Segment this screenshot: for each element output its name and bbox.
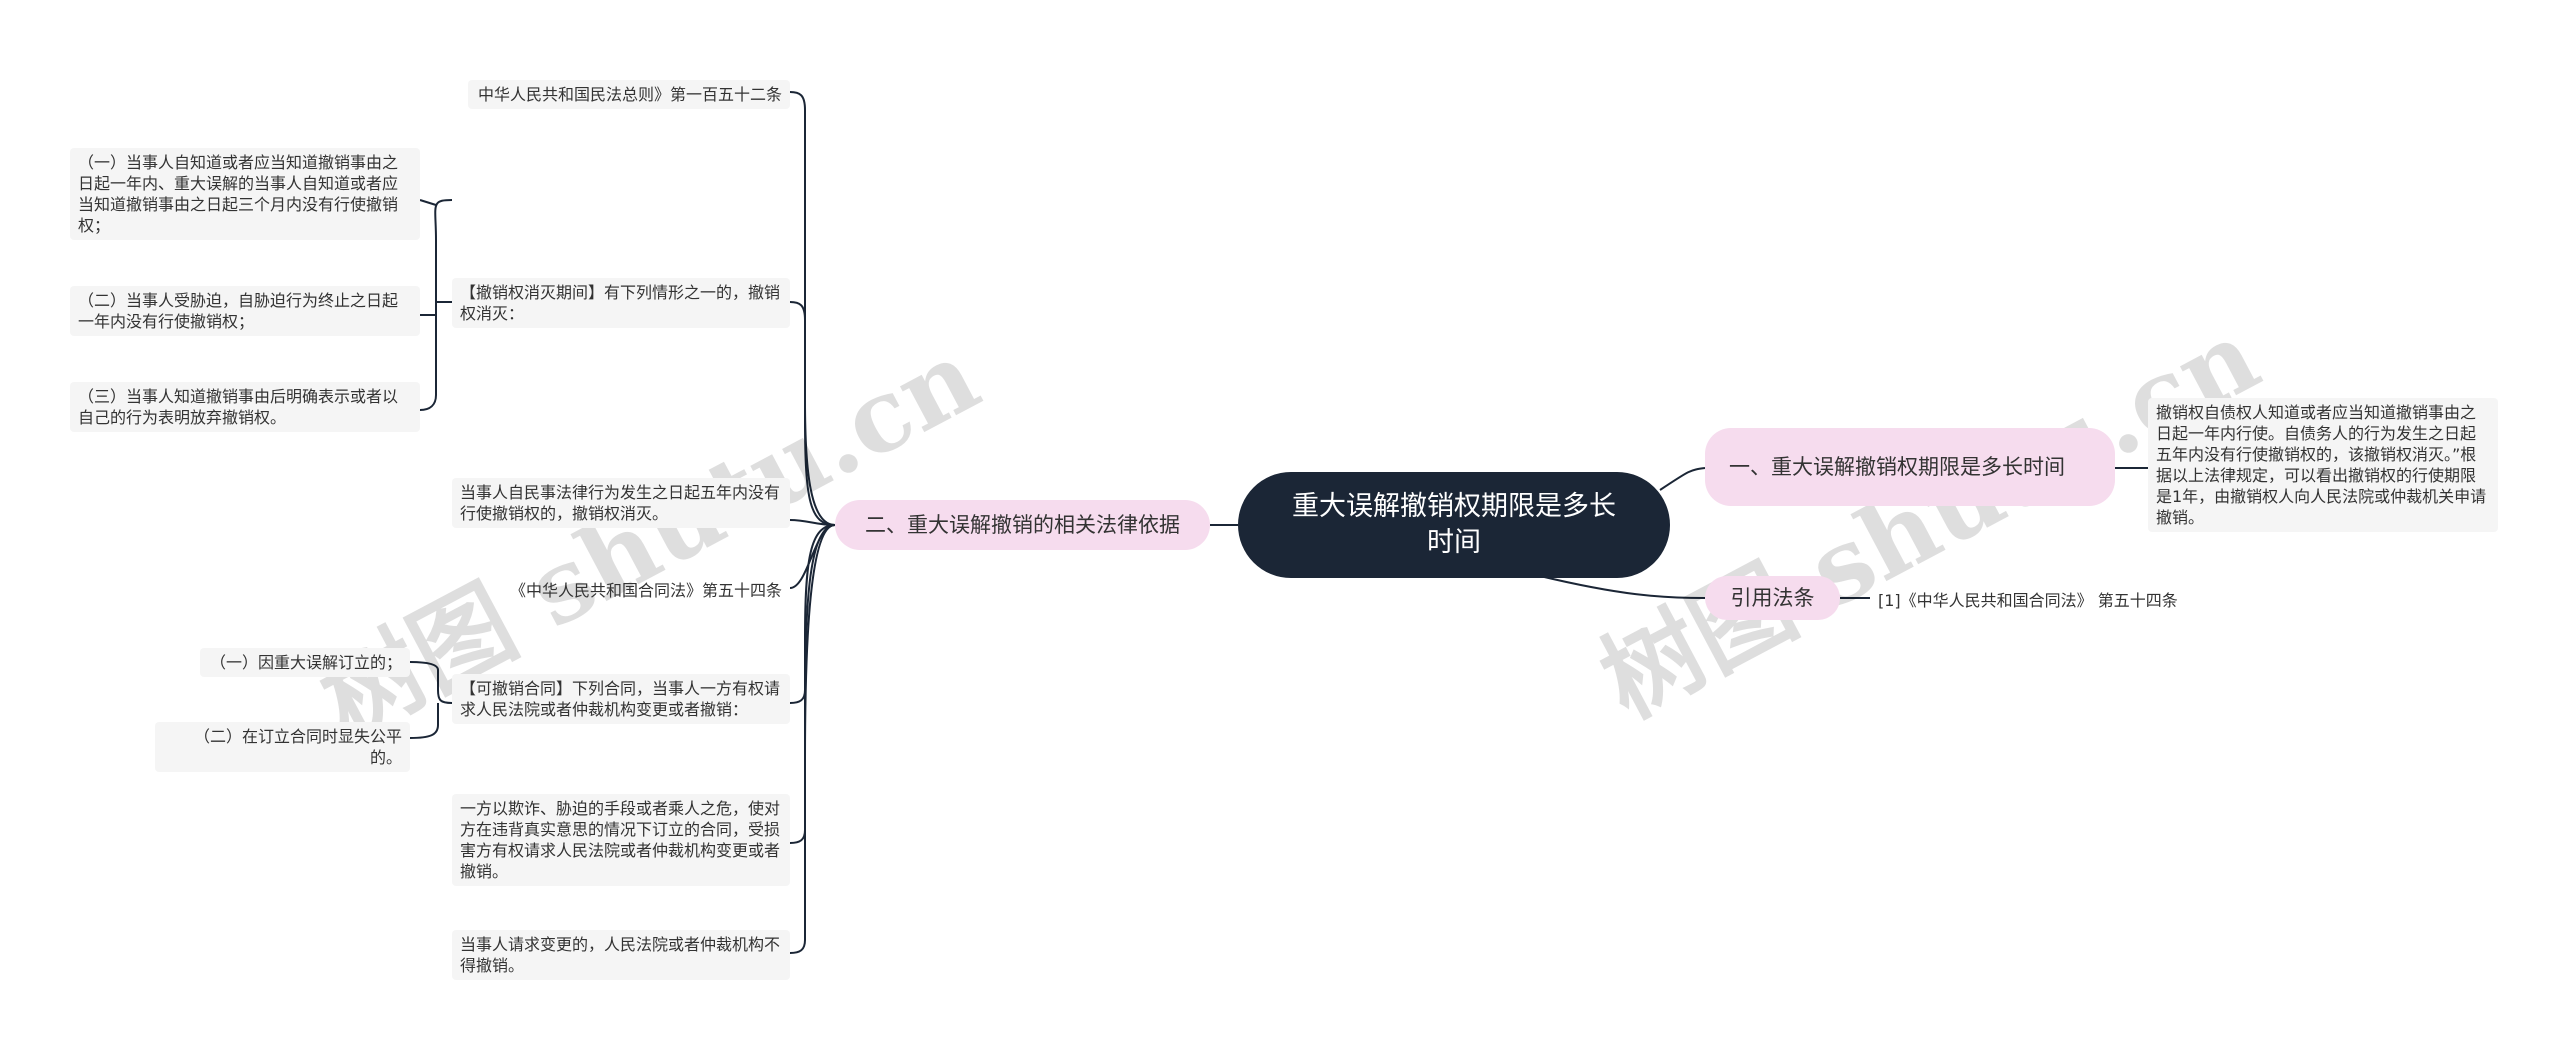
sub-revocable-2: （二）在订立合同时显失公平的。	[155, 722, 410, 772]
left-item-five-years: 当事人自民事法律行为发生之日起五年内没有行使撤销权的，撤销权消灭。	[452, 478, 790, 528]
brace-extinction	[419, 199, 453, 411]
sub-extinction-2: （二）当事人受胁迫，自胁迫行为终止之日起一年内没有行使撤销权；	[70, 286, 420, 336]
left-item-civil-code: 中华人民共和国民法总则》第一百五十二条	[468, 80, 790, 109]
left-item-revocable: 【可撤销合同】下列合同，当事人一方有权请求人民法院或者仲裁机构变更或者撤销：	[452, 674, 790, 724]
connector-left-item-4	[789, 524, 836, 704]
branch-citation-label: 引用法条	[1730, 585, 1815, 610]
left-item-fraud: 一方以欺诈、胁迫的手段或者乘人之危，使对方在违背真实意思的情况下订立的合同，受损…	[452, 794, 790, 886]
connector-root-branch1	[1659, 467, 1706, 491]
sub-extinction-1: （一）当事人自知道或者应当知道撤销事由之日起一年内、重大误解的当事人自知道或者应…	[70, 148, 420, 240]
connector-left-item-6	[789, 524, 836, 954]
branch-citation[interactable]: 引用法条	[1705, 576, 1840, 620]
connector-root-branch2	[1539, 575, 1706, 599]
left-item-no-revoke: 当事人请求变更的，人民法院或者仲裁机构不得撤销。	[452, 930, 790, 980]
brace-revocable	[409, 661, 453, 739]
left-item-extinction: 【撤销权消灭期间】有下列情形之一的，撤销权消灭：	[452, 278, 790, 328]
branch-legal-basis[interactable]: 二、重大误解撤销的相关法律依据	[835, 500, 1210, 550]
leaf-duration-detail: 撤销权自债权人知道或者应当知道撤销事由之日起一年内行使。自债务人的行为发生之日起…	[2148, 398, 2498, 532]
branch-duration[interactable]: 一、重大误解撤销权期限是多长时间	[1705, 428, 2115, 506]
sub-extinction-3: （三）当事人知道撤销事由后明确表示或者以自己的行为表明放弃撤销权。	[70, 382, 420, 432]
connector-left-item-1	[789, 301, 836, 526]
root-node[interactable]: 重大误解撤销权期限是多长时间	[1238, 472, 1670, 578]
sub-revocable-1: （一）因重大误解订立的；	[200, 648, 410, 677]
branch-duration-label: 一、重大误解撤销权期限是多长时间	[1729, 454, 2065, 479]
leaf-citation-detail: [1]《中华人民共和国合同法》 第五十四条	[1878, 591, 2178, 610]
connector-left-item-0	[789, 91, 836, 526]
branch-legal-basis-label: 二、重大误解撤销的相关法律依据	[865, 512, 1180, 537]
connector-left-item-5	[789, 524, 836, 844]
left-item-contract-law: 《中华人民共和国合同法》第五十四条	[509, 581, 782, 600]
root-node-label: 重大误解撤销权期限是多长时间	[1292, 491, 1616, 558]
